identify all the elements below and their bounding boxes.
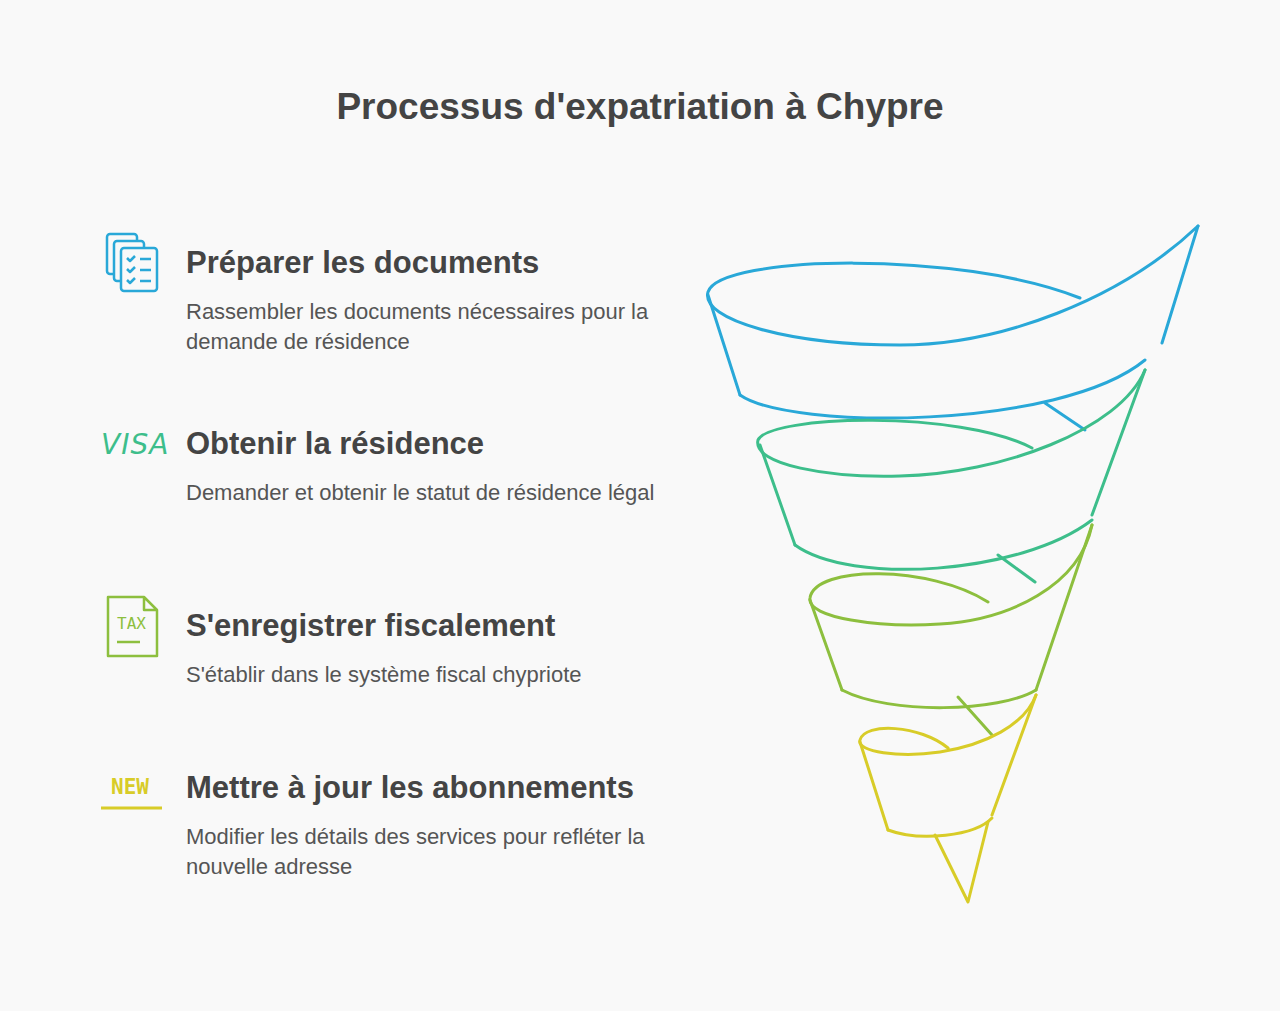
spiral-funnel xyxy=(708,226,1198,902)
step-description: Modifier les détails des services pour r… xyxy=(186,822,666,882)
step-description: Demander et obtenir le statut de résiden… xyxy=(186,478,676,508)
step-description: S'établir dans le système fiscal chyprio… xyxy=(186,660,676,690)
step-heading: Mettre à jour les abonnements xyxy=(186,768,666,808)
file-icon xyxy=(108,597,157,656)
step-description: Rassembler les documents nécessaires pou… xyxy=(186,297,666,357)
icon-label: VISA xyxy=(101,428,169,461)
step-item: Mettre à jour les abonnementsModifier le… xyxy=(186,768,666,882)
funnel-band xyxy=(758,370,1145,582)
documents-icon xyxy=(107,234,157,291)
step-heading: Obtenir la résidence xyxy=(186,424,676,464)
icon-label: NEW xyxy=(111,775,149,799)
step-item: S'enregistrer fiscalementS'établir dans … xyxy=(186,606,676,690)
step-item: Obtenir la résidenceDemander et obtenir … xyxy=(186,424,676,508)
step-heading: S'enregistrer fiscalement xyxy=(186,606,676,646)
step-item: Préparer les documentsRassembler les doc… xyxy=(186,243,666,357)
funnel-band xyxy=(860,695,1036,902)
diagram-title: Processus d'expatriation à Chypre xyxy=(0,86,1280,128)
icon-label: TAX xyxy=(117,614,146,633)
new-underline xyxy=(101,807,162,810)
funnel-band xyxy=(810,525,1092,735)
step-heading: Préparer les documents xyxy=(186,243,666,283)
